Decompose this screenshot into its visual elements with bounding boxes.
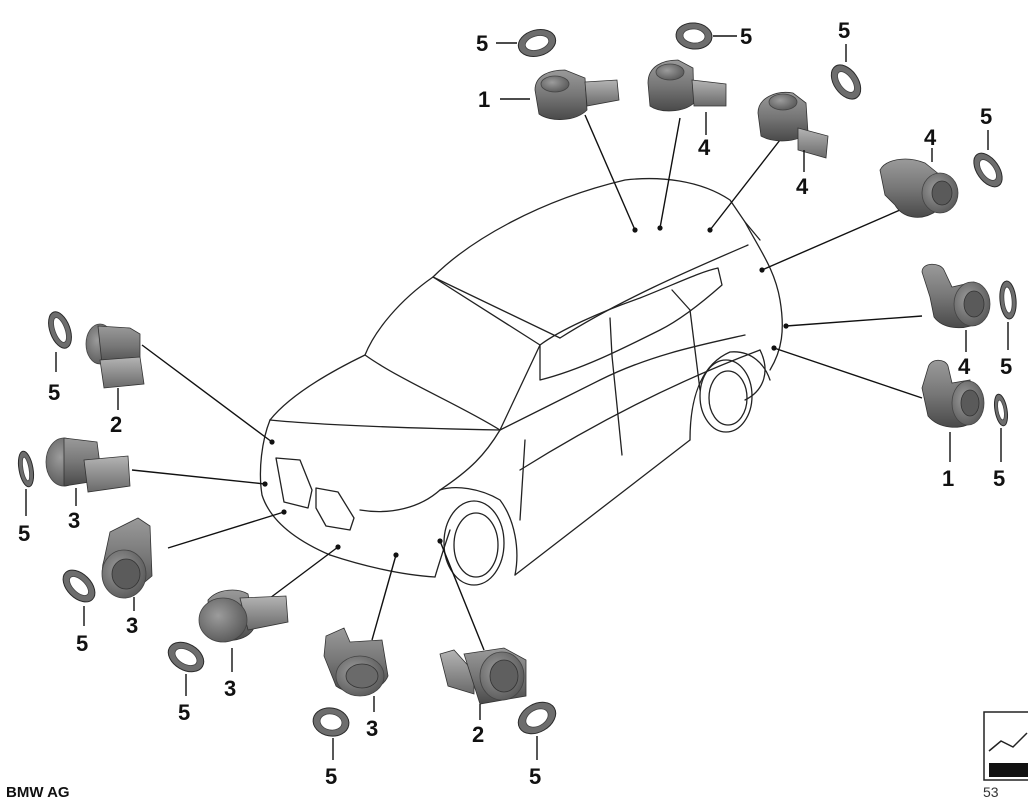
ring-label-r11: 5 (325, 764, 337, 789)
ring-label-r6: 5 (993, 466, 1005, 491)
ring-part-5[interactable] (16, 21, 1018, 740)
ring-label-r3: 5 (838, 18, 850, 43)
ring-label-r8: 5 (18, 521, 30, 546)
sensor-part-1-rear-low[interactable] (921, 359, 985, 428)
copyright-label: BMW AG (6, 784, 70, 801)
sensor-part-3-front-left-c[interactable] (198, 589, 289, 643)
callout-c3a: 3 (68, 508, 80, 533)
document-corner-icon (983, 711, 1028, 781)
ring-label-r5: 5 (1000, 354, 1012, 379)
callout-c2a: 2 (110, 412, 122, 437)
sensor-part-4-rear-upper[interactable] (879, 158, 959, 218)
callout-c4c: 4 (924, 125, 937, 150)
callout-c4b: 4 (796, 174, 809, 199)
callout-c1b: 1 (942, 466, 954, 491)
sensor-part-3-front-center[interactable] (323, 627, 389, 697)
sensor-part-2-front-left[interactable] (85, 323, 145, 389)
callout-c3c: 3 (224, 676, 236, 701)
callout-c4a: 4 (698, 135, 711, 160)
callout-c2b: 2 (472, 722, 484, 747)
ring-label-r2: 5 (740, 24, 752, 49)
sensor-part-3-front-left-b[interactable] (101, 517, 153, 599)
vehicle-outline (259, 178, 783, 586)
sensor-part-3-front-left-a[interactable] (45, 437, 131, 493)
sensor-part-4-rightroof[interactable] (757, 91, 829, 159)
callout-c3b: 3 (126, 613, 138, 638)
sensor-part-2-front-right[interactable] (439, 647, 527, 705)
callout-labels: 1 4 4 4 4 1 2 3 3 3 3 2 5 5 5 5 5 (18, 18, 1012, 789)
document-id: 53 (983, 784, 999, 800)
sensor-part-4-rear-mid[interactable] (921, 263, 991, 329)
ring-label-r1: 5 (476, 31, 488, 56)
ring-label-r7: 5 (48, 380, 60, 405)
ring-label-r10: 5 (178, 700, 190, 725)
ring-label-r9: 5 (76, 631, 88, 656)
callout-c3d: 3 (366, 716, 378, 741)
sensor-part-1-top[interactable] (534, 69, 620, 120)
ring-label-r4: 5 (980, 104, 992, 129)
leader-lines (131, 114, 923, 651)
ring-label-r12: 5 (529, 764, 541, 789)
sensor-part-4-top[interactable] (647, 59, 727, 112)
callout-c4d: 4 (958, 354, 971, 379)
callout-c1a: 1 (478, 87, 490, 112)
